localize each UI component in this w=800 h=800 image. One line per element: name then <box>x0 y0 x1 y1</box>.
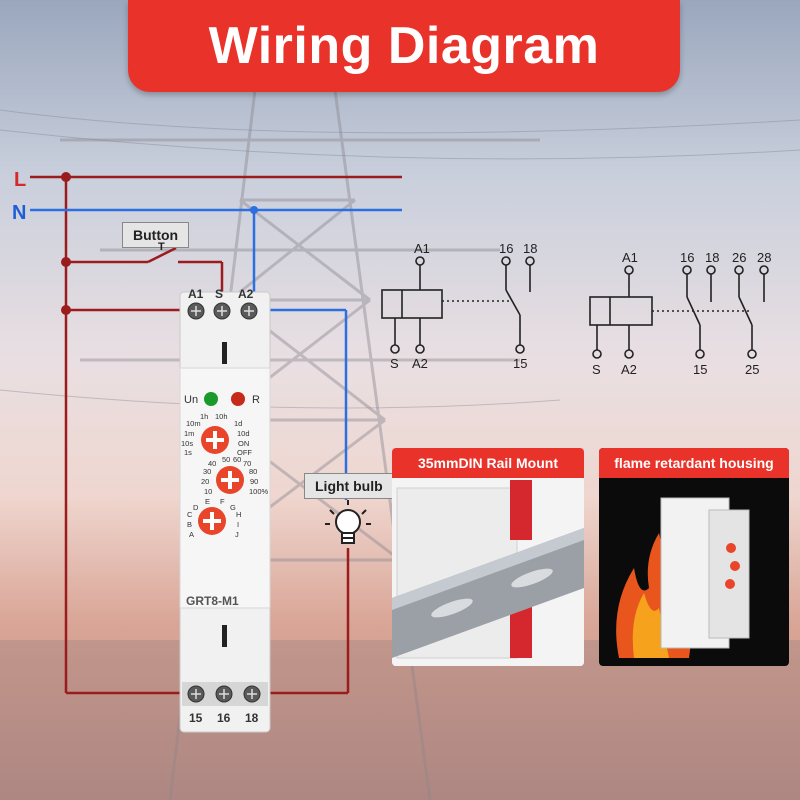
svg-text:100%: 100% <box>249 487 269 496</box>
svg-text:1h: 1h <box>200 412 208 421</box>
svg-text:10h: 10h <box>215 412 228 421</box>
svg-text:20: 20 <box>201 477 209 486</box>
svg-text:80: 80 <box>249 467 257 476</box>
terminal-18-label: 18 <box>245 711 259 725</box>
svg-text:26: 26 <box>732 250 746 265</box>
svg-text:OFF: OFF <box>237 448 252 457</box>
flame-housing-card-title: flame retardant housing <box>599 448 789 478</box>
svg-text:H: H <box>236 510 241 519</box>
model-label: GRT8-M1 <box>186 594 239 608</box>
svg-text:18: 18 <box>523 241 537 256</box>
svg-text:A1: A1 <box>414 241 430 256</box>
svg-text:18: 18 <box>705 250 719 265</box>
svg-text:B: B <box>187 520 192 529</box>
led-r-label: R <box>252 394 260 406</box>
neutral-label: N <box>12 202 26 224</box>
svg-text:16: 16 <box>499 241 513 256</box>
svg-text:60: 60 <box>233 455 241 464</box>
din-rail-card-title: 35mmDIN Rail Mount <box>392 448 584 478</box>
svg-text:50: 50 <box>222 455 230 464</box>
svg-text:ON: ON <box>238 439 249 448</box>
terminal-15-label: 15 <box>189 711 203 725</box>
din-rail-card: 35mmDIN Rail Mount <box>392 448 584 666</box>
schematic-double-contact: A1 S A2 16 18 26 28 15 25 <box>589 250 771 377</box>
line-label: L <box>14 169 26 191</box>
svg-text:E: E <box>205 497 210 506</box>
svg-text:10: 10 <box>204 487 212 496</box>
svg-text:30: 30 <box>203 467 211 476</box>
svg-text:10s: 10s <box>181 439 193 448</box>
relay-module: A1 S A2 Un R 1h 10h 10m 1d 1m 10d 10s ON <box>179 287 271 733</box>
svg-text:S: S <box>390 356 399 371</box>
terminal-s-label: S <box>215 287 223 301</box>
svg-text:A1: A1 <box>622 250 638 265</box>
svg-text:C: C <box>187 510 193 519</box>
svg-text:G: G <box>230 503 236 512</box>
svg-text:16: 16 <box>680 250 694 265</box>
svg-text:D: D <box>193 503 199 512</box>
flame-housing-image <box>616 497 750 658</box>
svg-text:90: 90 <box>250 477 258 486</box>
schematic-single-contact: A1 S A2 16 18 15 <box>381 241 537 371</box>
svg-text:25: 25 <box>745 362 759 377</box>
svg-text:A2: A2 <box>621 362 637 377</box>
din-rail-image <box>392 478 584 666</box>
svg-text:J: J <box>235 530 239 539</box>
terminal-a1-label: A1 <box>188 287 204 301</box>
svg-text:28: 28 <box>757 250 771 265</box>
terminal-16-label: 16 <box>217 711 231 725</box>
button-symbol: T <box>158 241 165 253</box>
page-title: Wiring Diagram <box>128 0 680 92</box>
svg-text:1s: 1s <box>184 448 192 457</box>
svg-text:S: S <box>592 362 601 377</box>
flame-housing-card: flame retardant housing <box>599 448 789 666</box>
svg-text:F: F <box>220 497 225 506</box>
svg-text:1m: 1m <box>184 429 194 438</box>
relay-led <box>231 392 245 406</box>
led-un-label: Un <box>184 394 198 406</box>
svg-text:15: 15 <box>693 362 707 377</box>
svg-text:40: 40 <box>208 459 216 468</box>
svg-text:A: A <box>189 530 194 539</box>
svg-text:I: I <box>237 520 239 529</box>
terminal-a2-label: A2 <box>238 287 254 301</box>
lightbulb-icon <box>325 500 371 544</box>
svg-text:10m: 10m <box>186 419 201 428</box>
power-led <box>204 392 218 406</box>
svg-text:10d: 10d <box>237 429 250 438</box>
button-label: Button <box>122 222 190 248</box>
svg-text:15: 15 <box>513 356 527 371</box>
lightbulb-label: Light bulb <box>304 473 394 499</box>
svg-text:1d: 1d <box>234 419 242 428</box>
svg-text:70: 70 <box>243 459 251 468</box>
svg-text:A2: A2 <box>412 356 428 371</box>
